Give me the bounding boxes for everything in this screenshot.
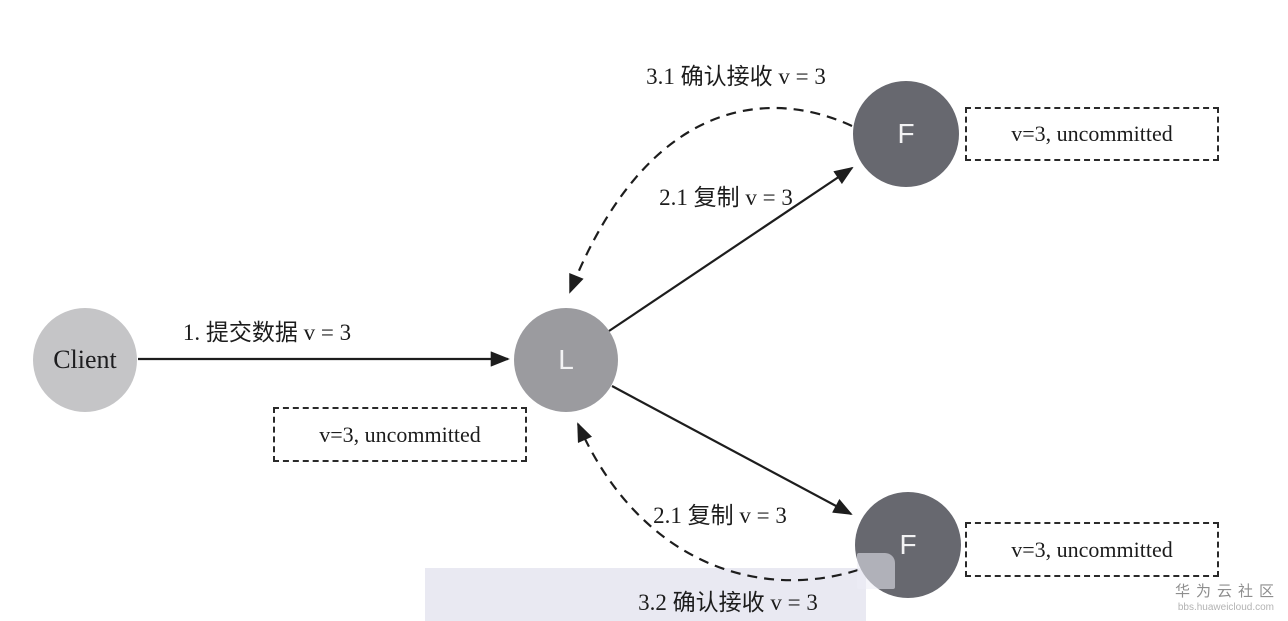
state-box-follower-top-text: v=3, uncommitted — [1011, 121, 1173, 146]
node-follower-top: F — [853, 81, 959, 187]
edge-ack-bottom — [576, 422, 859, 582]
state-box-follower-bottom-text: v=3, uncommitted — [1011, 536, 1173, 562]
state-box-leader-text: v=3, uncommitted — [319, 421, 481, 447]
edge-ack-top — [568, 106, 853, 294]
state-box-leader: v=3, uncommitted — [273, 407, 527, 462]
state-box-follower-bottom: v=3, uncommitted — [965, 522, 1219, 577]
node-follower-bottom-label: F — [899, 529, 917, 560]
edge-label-ack-top: 3.1 确认接收 v = 3 — [646, 64, 826, 89]
edge-replicate-top — [608, 166, 854, 332]
node-client-label: Client — [53, 345, 117, 374]
node-follower-top-label: F — [897, 118, 915, 149]
edge-replicate-bottom — [611, 385, 853, 515]
highlight-overlap — [857, 553, 895, 589]
watermark: 华为云社区 bbs.huaweicloud.com — [1175, 580, 1274, 613]
edge-label-replicate-top: 2.1 复制 v = 3 — [659, 185, 793, 210]
node-leader: L — [514, 308, 618, 412]
node-client: Client — [33, 308, 137, 412]
edge-label-ack-bottom: 3.2 确认接收 v = 3 — [638, 590, 818, 615]
watermark-site-name: 华为云社区 — [1174, 583, 1280, 600]
node-leader-label: L — [558, 344, 574, 375]
highlight-strip — [425, 568, 866, 621]
watermark-url: bbs.huaweicloud.com — [1177, 602, 1274, 613]
edge-label-replicate-bottom: 2.1 复制 v = 3 — [653, 503, 787, 528]
state-box-follower-top: v=3, uncommitted — [965, 107, 1219, 161]
edge-label-submit: 1. 提交数据 v = 3 — [182, 320, 352, 345]
